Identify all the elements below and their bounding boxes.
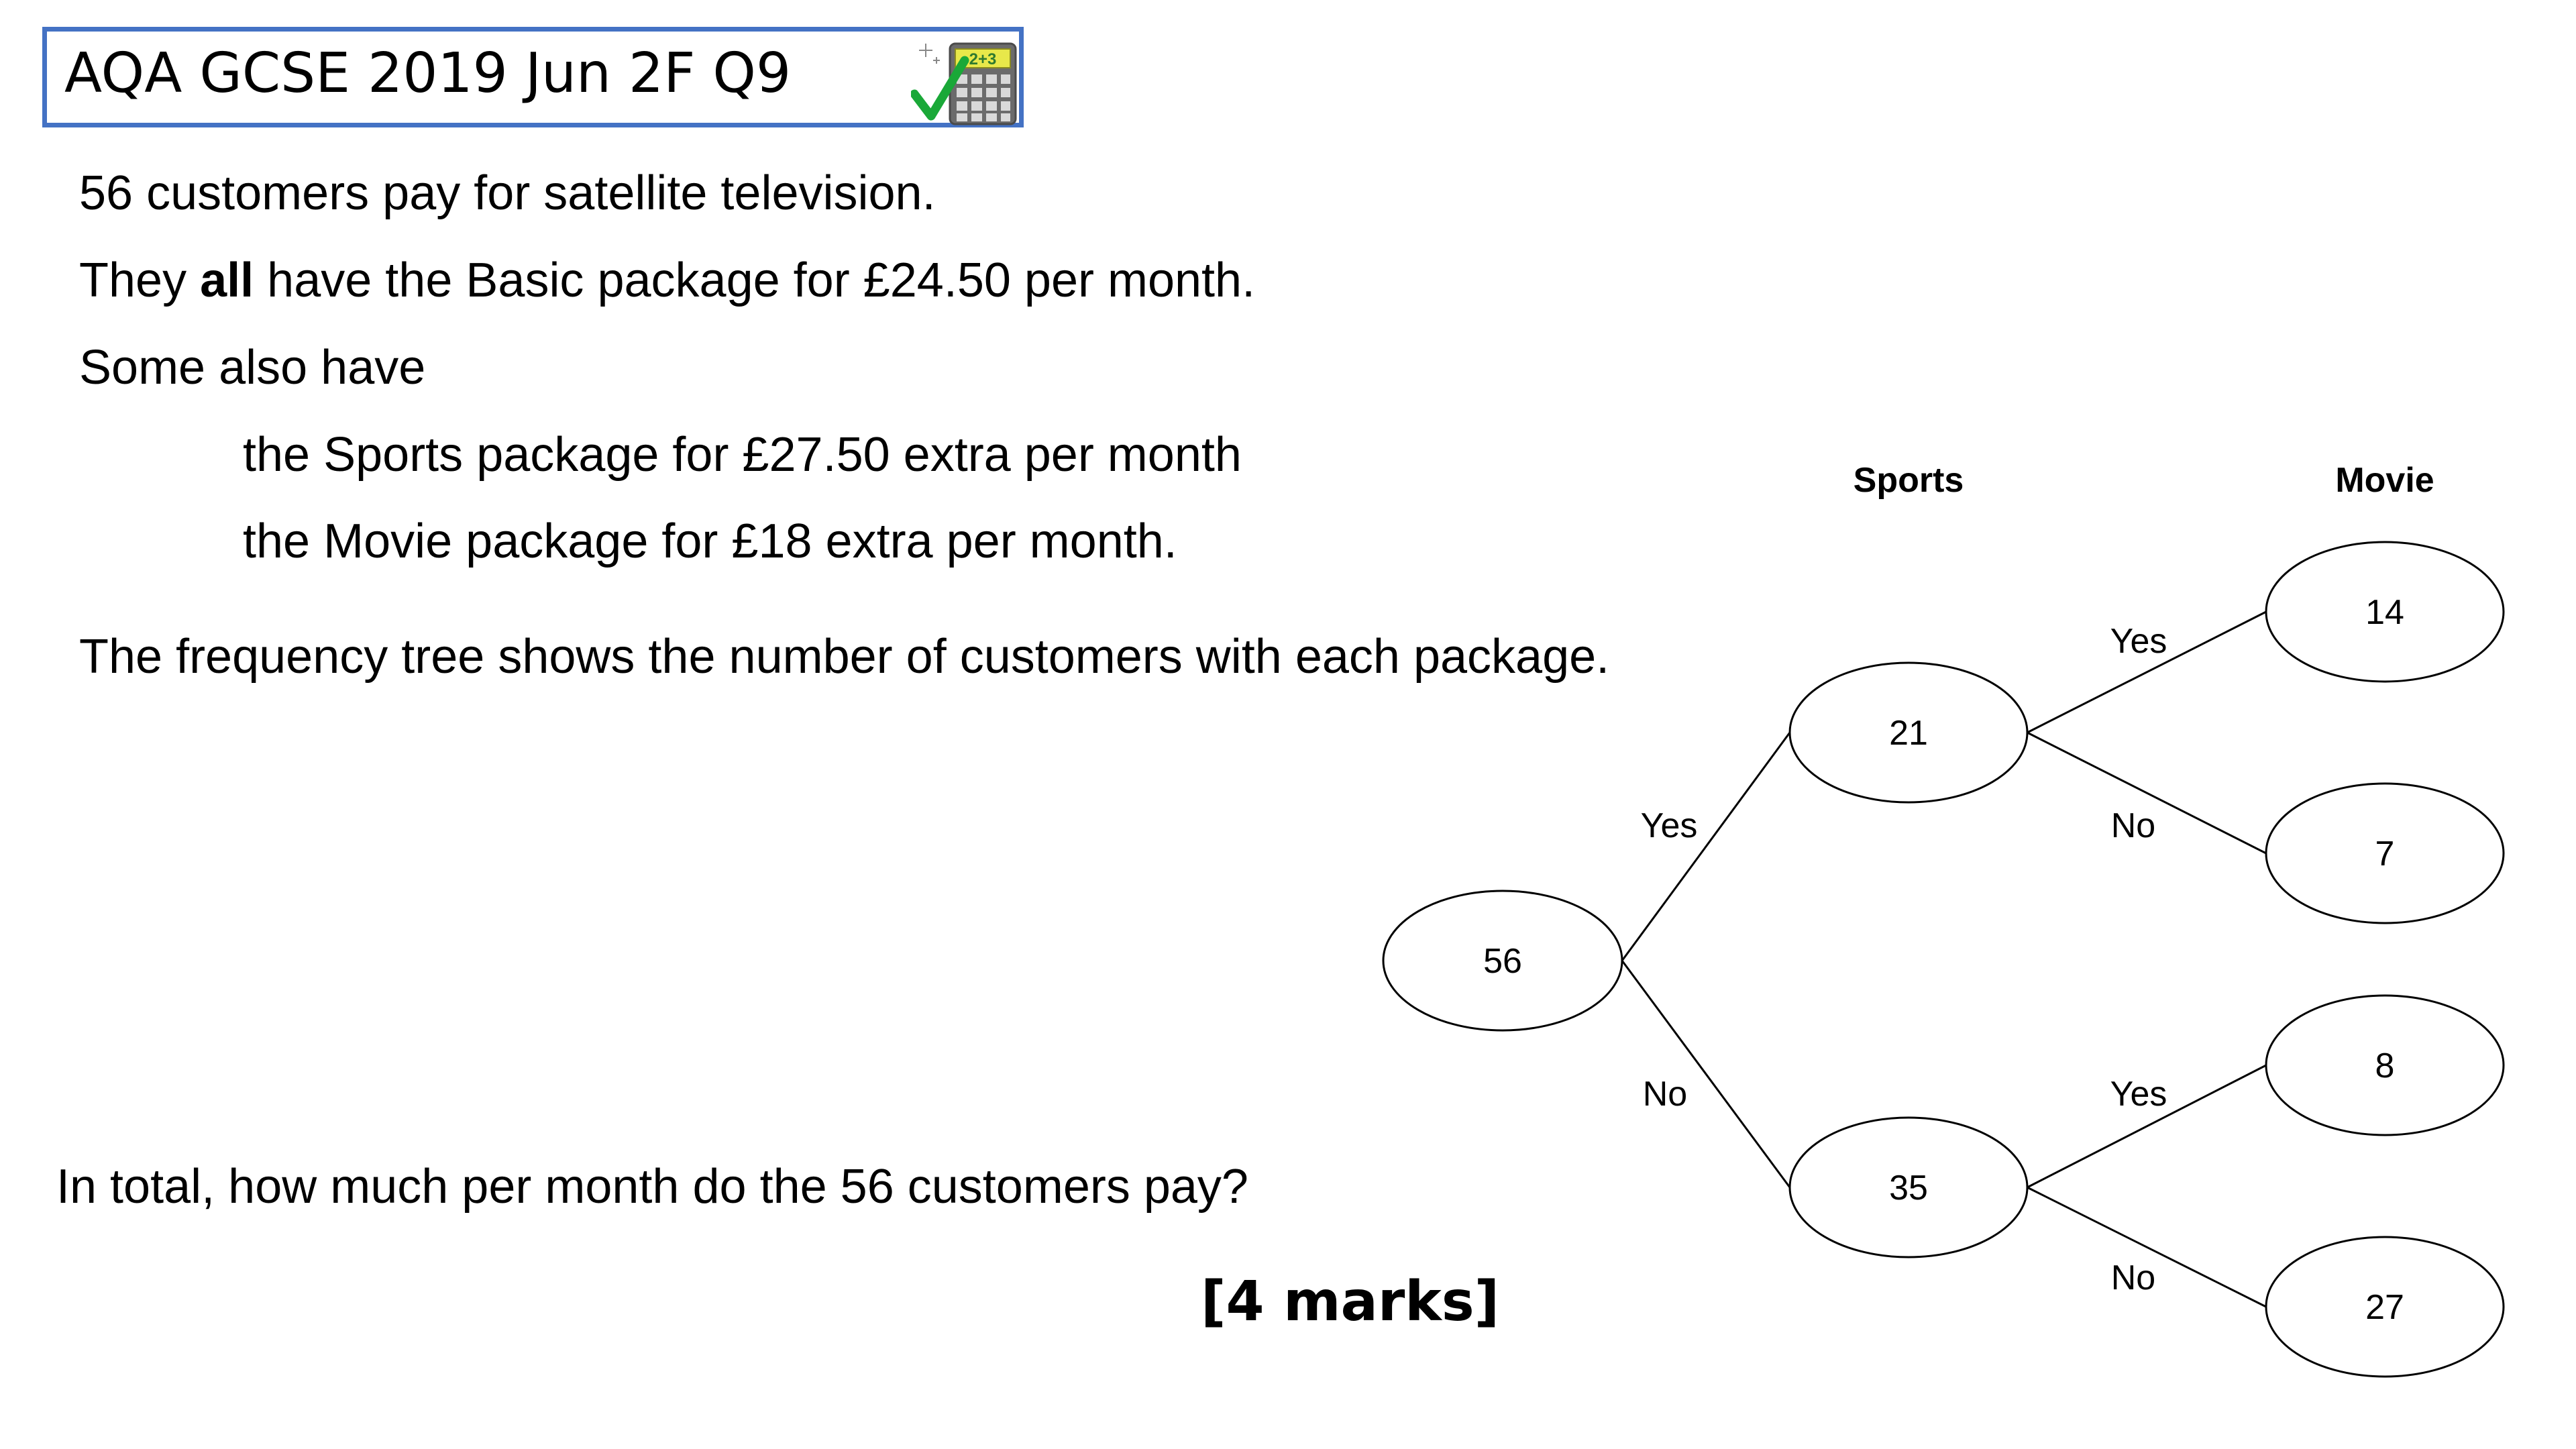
branch-label-35-yes: Yes — [2110, 1075, 2167, 1114]
branch-21-yes — [2027, 610, 2267, 734]
node-root — [1382, 890, 1623, 1032]
question-line-2-bold: all — [200, 254, 254, 307]
node-no-yes-value: 8 — [2375, 1046, 2395, 1085]
calculator-allowed-icon: 2+3 — [911, 42, 1017, 125]
question-line-5: the Movie package for £18 extra per mont… — [243, 515, 1177, 568]
branch-label-root-no: No — [1643, 1075, 1687, 1114]
branch-root-no — [1621, 960, 1791, 1188]
question-line-2: They all have the Basic package for £24.… — [79, 256, 1255, 305]
calculator-screen-text: 2+3 — [969, 50, 997, 68]
question-line-4: the Sports package for £27.50 extra per … — [243, 428, 1242, 482]
branch-35-no — [2027, 1186, 2267, 1308]
node-root-value: 56 — [1483, 942, 1522, 981]
question-line-3: Some also have — [79, 341, 426, 394]
marks-label: [4 marks] — [1201, 1270, 1500, 1334]
branch-35-yes — [2027, 1064, 2267, 1189]
node-sports-yes-value: 21 — [1889, 714, 1928, 753]
node-sports-yes — [1788, 661, 2029, 804]
node-sports-no-value: 35 — [1889, 1169, 1928, 1208]
node-no-no-value: 27 — [2365, 1288, 2404, 1327]
branch-label-root-yes: Yes — [1641, 806, 1698, 845]
branch-root-yes — [1621, 732, 1791, 961]
node-no-yes — [2265, 994, 2505, 1136]
question-line-1: 56 customers pay for satellite televisio… — [79, 166, 936, 220]
question-line-2-post: have the Basic package for £24.50 per mo… — [254, 254, 1256, 307]
node-sports-no — [1788, 1116, 2029, 1258]
node-no-no — [2265, 1236, 2505, 1378]
branch-label-35-no: No — [2111, 1258, 2155, 1297]
node-yes-no — [2265, 782, 2505, 924]
node-yes-yes — [2265, 541, 2505, 683]
question-line-2-pre: They — [79, 254, 201, 307]
header-movie: Movie — [2335, 461, 2434, 500]
branch-21-no — [2027, 731, 2267, 855]
header-sports: Sports — [1854, 461, 1964, 500]
branch-label-21-no: No — [2111, 806, 2155, 845]
node-yes-yes-value: 14 — [2365, 593, 2404, 632]
page-title: AQA GCSE 2019 Jun 2F Q9 — [64, 42, 792, 105]
node-yes-no-value: 7 — [2375, 835, 2395, 873]
branch-label-21-yes: Yes — [2110, 622, 2167, 661]
title-box: AQA GCSE 2019 Jun 2F Q9 2+3 — [42, 27, 1024, 127]
question-line-6: The frequency tree shows the number of c… — [79, 630, 1610, 684]
question-prompt: In total, how much per month do the 56 c… — [56, 1160, 1248, 1214]
